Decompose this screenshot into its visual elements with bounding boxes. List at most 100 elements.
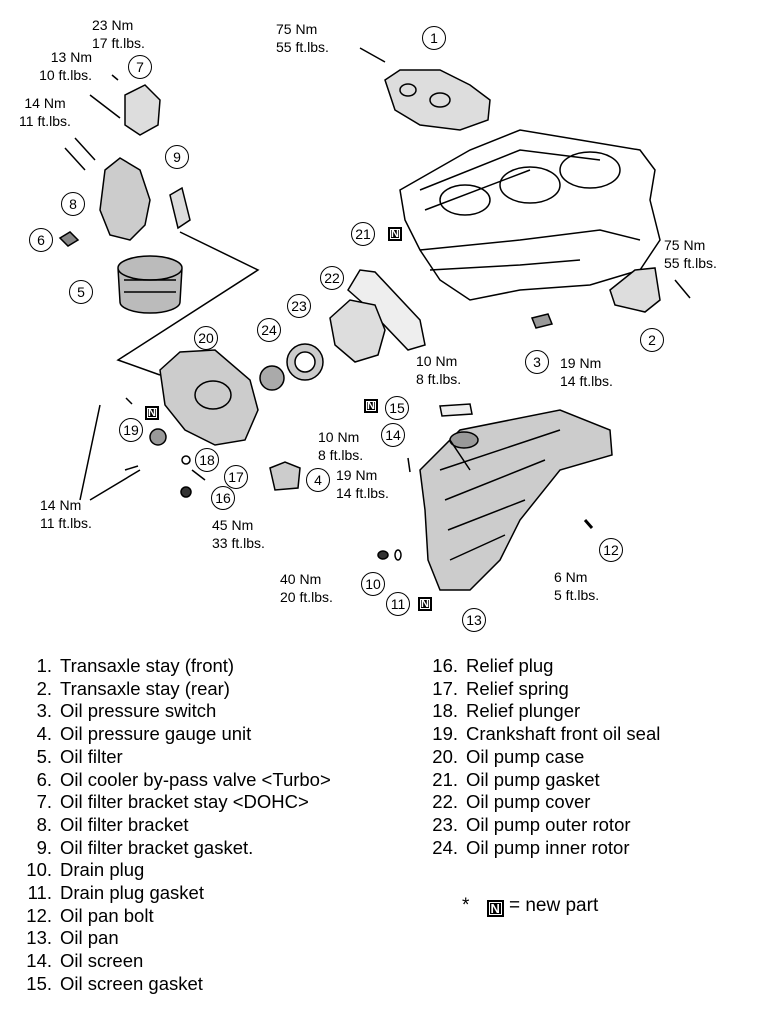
legend-item-label: Oil cooler by-pass valve <Turbo>	[60, 768, 331, 790]
legend-item: 11.Drain plug gasket	[14, 882, 331, 905]
legend-item-number: 4.	[36, 723, 52, 745]
new-part-symbol: N	[486, 900, 504, 917]
transaxle-stay-rear	[609, 267, 661, 313]
legend-item: 10. Drain plug	[14, 859, 331, 882]
note-star: *	[462, 895, 470, 916]
legend-item: 2. Transaxle stay (rear)	[14, 678, 331, 701]
note-text: = new part	[508, 895, 599, 916]
legend-item-label: Oil pressure gauge unit	[60, 723, 252, 745]
legend-item-label: Oil pump inner rotor	[466, 836, 630, 858]
legend-item: 16. Relief plug	[420, 655, 660, 678]
legend-item: 15. Oil screen gasket	[14, 973, 331, 996]
legend-column-left: 1.Transaxle stay (front)2. Transaxle stay…	[14, 655, 331, 996]
legend-item: 4. Oil pressure gauge unit	[14, 723, 331, 746]
legend-item-label: Oil filter bracket stay <DOHC>	[60, 791, 309, 813]
legend-item-label: Oil filter	[60, 745, 123, 767]
legend-item-label: Drain plug	[60, 859, 145, 881]
legend-item-number: 8.	[36, 813, 52, 835]
legend-item: 18.Relief plunger	[420, 700, 660, 723]
legend-item: 8.Oil filter bracket	[14, 814, 331, 837]
legend-item-number: 2.	[36, 677, 52, 699]
oil-pump-cover	[329, 299, 386, 363]
legend-item: 9.Oil filter bracket gasket.	[14, 837, 331, 860]
callout-2: 2	[640, 328, 664, 352]
callout-5: 5	[69, 280, 93, 304]
legend-item-label: Transaxle stay (front)	[60, 655, 235, 676]
callout-13: 13	[462, 608, 486, 632]
engine-block	[399, 129, 661, 301]
legend-item-number: 24.	[432, 836, 458, 858]
callout-18: 18	[195, 448, 219, 472]
legend-item-number: 15.	[26, 972, 52, 994]
new-part-marker: N	[145, 406, 159, 420]
legend-item-label: Oil screen	[60, 950, 144, 972]
legend-item-label: Relief plug	[466, 655, 554, 676]
callout-14: 14	[381, 423, 405, 447]
callout-1: 1	[422, 26, 446, 50]
callout-8: 8	[61, 192, 85, 216]
legend-item-label: Oil filter bracket gasket.	[60, 836, 254, 858]
callout-3: 3	[525, 350, 549, 374]
legend-item: 13.Oil pan	[14, 927, 331, 950]
legend-item: 19.Crankshaft front oil seal	[420, 723, 660, 746]
legend-item-label: Transaxle stay (rear)	[60, 677, 230, 699]
legend-item-label: Oil screen gasket	[60, 972, 203, 994]
legend-item-number: 7.	[36, 791, 52, 813]
legend-item-number: 13.	[26, 927, 52, 949]
callout-15: 15	[385, 396, 409, 420]
callout-22: 22	[320, 266, 344, 290]
legend-item: 1.Transaxle stay (front)	[14, 655, 331, 678]
legend-item: 21. Oil pump gasket	[420, 769, 660, 792]
legend-item: 14. Oil screen	[14, 950, 331, 973]
callout-20: 20	[194, 326, 218, 350]
parts-legend: 1.Transaxle stay (front)2. Transaxle stay…	[0, 655, 768, 1005]
legend-item: 22. Oil pump cover	[420, 791, 660, 814]
new-part-marker: N	[418, 597, 432, 611]
oil-filter	[117, 255, 183, 314]
legend-item-number: 16.	[432, 655, 458, 676]
legend-item-label: Oil pump case	[466, 745, 585, 767]
oil-pump-case	[159, 349, 259, 446]
legend-item: 7. Oil filter bracket stay <DOHC>	[14, 791, 331, 814]
legend-item-number: 23.	[432, 813, 458, 835]
transaxle-stay-front	[384, 69, 491, 131]
legend-item: 12.Oil pan bolt	[14, 905, 331, 928]
legend-item-label: Oil pump gasket	[466, 768, 600, 790]
oil-pressure-gauge-unit	[269, 461, 301, 491]
callout-7: 7	[128, 55, 152, 79]
legend-item: 5. Oil filter	[14, 746, 331, 769]
callout-16: 16	[211, 486, 235, 510]
oil-filter-bracket	[99, 157, 151, 241]
new-part-marker: N	[364, 399, 378, 413]
callout-9: 9	[165, 145, 189, 169]
callout-6: 6	[29, 228, 53, 252]
new-part-note: * N = new part	[462, 895, 598, 917]
callout-10: 10	[361, 572, 385, 596]
legend-item-number: 22.	[432, 791, 458, 813]
legend-item-number: 14.	[26, 950, 52, 972]
legend-item-label: Oil pump cover	[466, 791, 591, 813]
legend-item-number: 10.	[26, 859, 52, 881]
legend-item-label: Relief spring	[466, 677, 569, 699]
callout-12: 12	[599, 538, 623, 562]
legend-item-label: Relief plunger	[466, 700, 581, 722]
legend-item-number: 11.	[27, 882, 52, 904]
oil-filter-bracket-stay	[124, 84, 161, 136]
legend-item: 17.Relief spring	[420, 678, 660, 701]
legend-item-number: 21.	[432, 768, 458, 790]
legend-item-number: 20.	[432, 745, 458, 767]
legend-item-number: 5.	[36, 745, 52, 767]
